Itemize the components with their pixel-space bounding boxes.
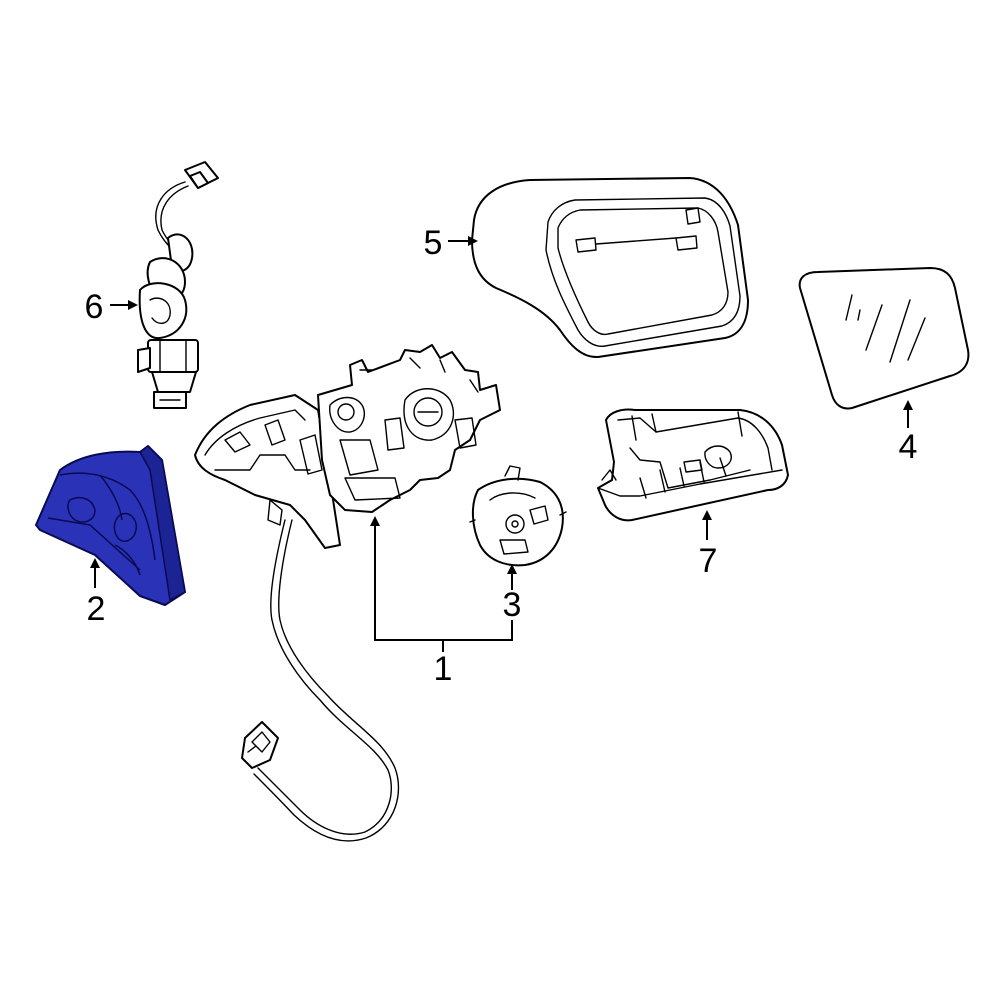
callout-6: 6 (85, 288, 104, 326)
callout-5: 5 (424, 224, 443, 262)
callout-3: 3 (503, 586, 522, 624)
part-6-wiring-harness[interactable] (138, 162, 218, 408)
callout-4: 4 (899, 428, 918, 466)
leader-lines (90, 236, 913, 652)
part-4-mirror-glass[interactable] (800, 268, 969, 408)
part-7-lower-cap[interactable] (598, 409, 788, 520)
callout-2: 2 (87, 590, 106, 628)
callout-labels: 1 2 3 4 5 6 7 (85, 224, 918, 688)
part-2-lower-cover[interactable] (36, 446, 185, 605)
part-3-actuator[interactable] (470, 466, 566, 565)
part-5-housing-cover[interactable] (472, 178, 748, 357)
callout-1: 1 (434, 650, 453, 688)
part-1-mirror-base-assembly[interactable] (195, 345, 500, 841)
callout-7: 7 (699, 542, 718, 580)
